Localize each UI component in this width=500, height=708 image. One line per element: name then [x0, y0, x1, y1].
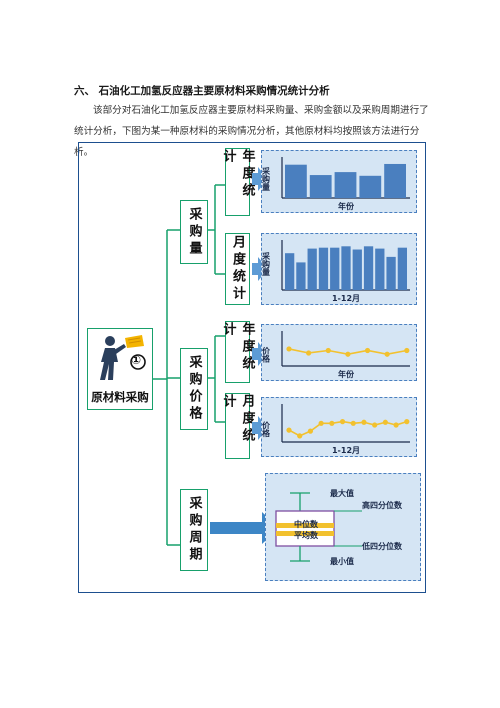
boxplot-min-label: 最小值 [330, 556, 354, 566]
data-point [286, 427, 292, 433]
bar [285, 253, 295, 290]
data-point [307, 428, 314, 434]
procurement-diagram: ① 原材料采购 采购量 采购价格 采购周期 年度统计 月度统计 年度统计 月度统… [78, 142, 426, 593]
data-point [350, 420, 356, 426]
bar [384, 163, 406, 198]
series-line [288, 420, 408, 437]
bar [341, 246, 351, 290]
panel-boxplot: 最大值 高四分位数 中位数 平均数 低四分位数 最小值 [265, 473, 421, 581]
bar [285, 164, 307, 198]
data-point [306, 350, 312, 356]
section-paragraph: 该部分对石油化工加氢反应器主要原材料采购量、采购金额以及采购周期进行了统计分析，… [74, 105, 429, 158]
data-point [318, 420, 324, 426]
data-point [361, 419, 367, 425]
boxplot-lower-label: 低四分位数 [361, 541, 403, 551]
boxplot-legend: 最大值 高四分位数 中位数 平均数 低四分位数 最小值 [275, 488, 403, 566]
y-axis-label: 采购量 [262, 251, 271, 277]
y-axis-label: 价格 [262, 421, 271, 438]
data-point [384, 351, 390, 357]
x-axis-label: 1-12月 [332, 294, 360, 303]
chart-monthly-qty: 采购量 1-12月 [261, 240, 410, 303]
bar [363, 246, 374, 290]
sub-annual-qty: 年度统计 [221, 148, 255, 216]
root-label: 原材料采购 [91, 390, 149, 404]
sub-monthly-price: 月度统计 [221, 393, 255, 459]
y-axis-label: 采购量 [262, 166, 271, 192]
bar [318, 247, 329, 290]
data-point [325, 347, 331, 354]
data-point [404, 347, 410, 354]
boxplot-upper-label: 高四分位数 [362, 500, 403, 510]
arrow-icon [252, 167, 268, 191]
section-heading: 六、 石油化工加氢反应器主要原材料采购情况统计分析 [74, 85, 330, 97]
bar [359, 175, 382, 198]
group-price: 采购价格 [180, 348, 208, 430]
panel-annual-price: 价格年份 [261, 324, 417, 381]
group-quantity: 采购量 [180, 200, 208, 264]
bar [386, 256, 396, 290]
sub-monthly-qty: 月度统计 [225, 233, 250, 305]
x-axis-label: 1-12月 [332, 446, 360, 455]
data-point [404, 419, 410, 425]
y-axis-label: 价格 [262, 347, 271, 364]
data-point [393, 422, 399, 428]
small-arrows [210, 167, 279, 544]
sub-annual-price: 年度统计 [221, 321, 255, 383]
data-point [345, 351, 351, 357]
data-point [339, 419, 346, 425]
data-point [297, 433, 303, 439]
data-point [286, 346, 292, 352]
bar [330, 247, 340, 290]
bar [296, 262, 306, 290]
boxplot-max-label: 最大值 [330, 488, 354, 498]
panel-annual-qty: 采购量年份 [261, 150, 417, 213]
data-point [372, 422, 378, 428]
data-point [382, 419, 388, 425]
arrow-icon [252, 257, 268, 281]
bar [352, 249, 362, 290]
bar [334, 172, 357, 198]
root-badge: ① [131, 353, 142, 367]
data-point [329, 420, 335, 426]
boxplot-mean-label: 平均数 [294, 530, 319, 540]
data-point [364, 347, 371, 354]
big-arrow-icon [210, 512, 279, 544]
x-axis-label: 年份 [338, 201, 355, 211]
bar [309, 175, 332, 198]
panel-monthly-price: 价格 1-12月 [261, 397, 417, 457]
group-cycle: 采购周期 [180, 489, 208, 571]
bar [307, 248, 317, 290]
arrow-icon [252, 416, 268, 440]
x-axis-label: 年份 [338, 369, 355, 379]
connector-lines [152, 184, 225, 546]
bar [375, 248, 385, 290]
worker-icon [100, 335, 146, 380]
bar [397, 247, 407, 290]
panel-monthly-qty: 采购量 1-12月 [261, 233, 417, 305]
boxplot-median-label: 中位数 [294, 519, 319, 529]
chart-monthly-price: 价格 1-12月 [261, 404, 410, 455]
root-box: ① 原材料采购 [87, 328, 153, 410]
arrow-icon [252, 342, 268, 366]
